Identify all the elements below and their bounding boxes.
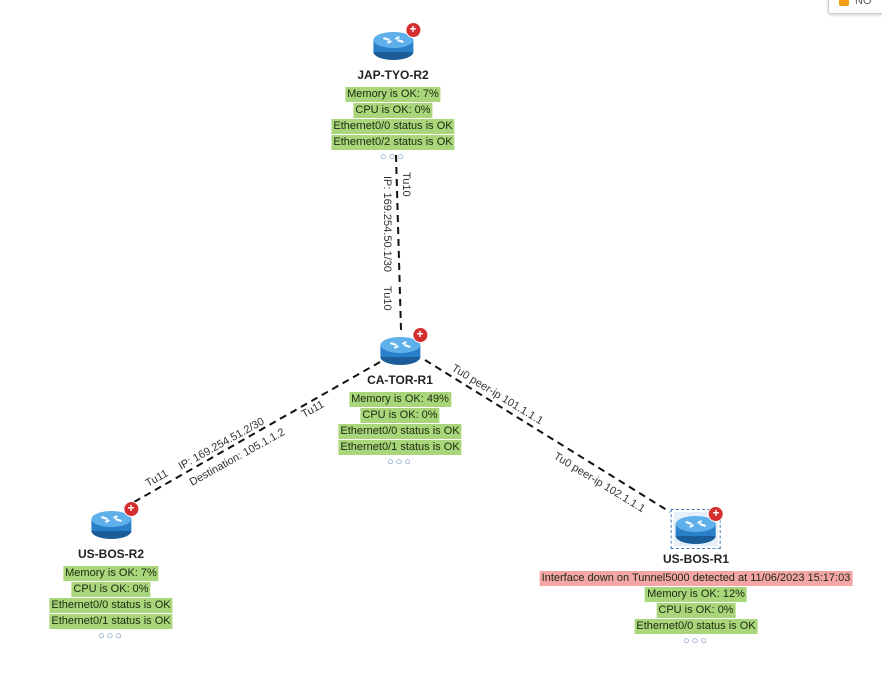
link-jap-ca-tu-top: Tu10 bbox=[400, 172, 412, 197]
router-icon bbox=[372, 32, 413, 60]
status-ethernet0-0: Ethernet0/0 status is OK bbox=[338, 423, 462, 439]
node-name: CA-TOR-R1 bbox=[367, 373, 433, 387]
router-icon bbox=[379, 337, 420, 365]
router-us-bos-r2[interactable]: + bbox=[89, 501, 139, 541]
status-alert: Interface down on Tunnel5000 detected at… bbox=[539, 570, 853, 586]
link-jap-ca-tu-bottom: Tu10 bbox=[381, 286, 393, 311]
more-icon[interactable]: ○○○ bbox=[683, 635, 709, 647]
notifications-button[interactable]: NO bbox=[828, 0, 882, 14]
notifications-label: NO bbox=[855, 0, 872, 7]
status-memory: Memory is OK: 7% bbox=[345, 86, 441, 102]
router-icon bbox=[676, 516, 716, 544]
status-memory: Memory is OK: 49% bbox=[349, 391, 451, 407]
status-cpu: CPU is OK: 0% bbox=[71, 581, 151, 597]
status-ethernet0-1: Ethernet0/1 status is OK bbox=[49, 613, 173, 629]
status-ethernet0-0: Ethernet0/0 status is OK bbox=[49, 597, 173, 613]
router-icon bbox=[90, 511, 131, 539]
link-ca-bos2-tu-bottom: Tu11 bbox=[144, 468, 171, 490]
more-icon[interactable]: ○○○ bbox=[380, 151, 406, 163]
link-ca-usbos1[interactable] bbox=[424, 359, 671, 513]
add-icon[interactable]: + bbox=[122, 501, 139, 517]
add-icon[interactable]: + bbox=[708, 506, 724, 522]
node-us-bos-r2[interactable]: + US-BOS-R2 Memory is OK: 7% CPU is OK: … bbox=[49, 501, 173, 642]
status-ethernet0-2: Ethernet0/2 status is OK bbox=[331, 134, 455, 150]
status-cpu: CPU is OK: 0% bbox=[353, 102, 433, 118]
link-ca-bos2-tu-top: Tu11 bbox=[300, 399, 327, 421]
node-jap-tyo-r2[interactable]: + JAP-TYO-R2 Memory is OK: 7% CPU is OK:… bbox=[331, 22, 455, 163]
link-jap-ca-ip: IP: 169.254.50.1/30 bbox=[381, 176, 393, 272]
bell-icon bbox=[839, 0, 849, 6]
more-icon[interactable]: ○○○ bbox=[387, 456, 413, 468]
status-ethernet0-1: Ethernet0/1 status is OK bbox=[338, 439, 462, 455]
status-ethernet0-0: Ethernet0/0 status is OK bbox=[331, 118, 455, 134]
node-us-bos-r1[interactable]: + US-BOS-R1 Interface down on Tunnel5000… bbox=[539, 506, 853, 647]
add-icon[interactable]: + bbox=[411, 327, 428, 343]
link-ca-usbos2[interactable] bbox=[119, 361, 381, 511]
add-icon[interactable]: + bbox=[404, 22, 421, 38]
status-memory: Memory is OK: 7% bbox=[63, 565, 159, 581]
status-ethernet0-0: Ethernet0/0 status is OK bbox=[634, 618, 758, 634]
node-name: JAP-TYO-R2 bbox=[357, 68, 429, 82]
link-ca-bos1-peer-top: Tu0 peer-ip 101.1.1.1 bbox=[449, 362, 545, 427]
router-us-bos-r1[interactable]: + bbox=[671, 506, 724, 549]
router-jap-tyo-r2[interactable]: + bbox=[371, 22, 421, 62]
status-cpu: CPU is OK: 0% bbox=[360, 407, 440, 423]
router-ca-tor-r1[interactable]: + bbox=[378, 327, 428, 367]
status-memory: Memory is OK: 12% bbox=[645, 586, 747, 602]
node-name: US-BOS-R2 bbox=[77, 547, 145, 561]
status-cpu: CPU is OK: 0% bbox=[656, 602, 736, 618]
node-name: US-BOS-R1 bbox=[662, 552, 729, 566]
link-ca-bos1-peer-bottom: Tu0 peer-ip 102.1.1.1 bbox=[551, 450, 647, 515]
more-icon[interactable]: ○○○ bbox=[98, 630, 124, 642]
link-jap-ca[interactable] bbox=[395, 154, 402, 331]
node-ca-tor-r1[interactable]: + CA-TOR-R1 Memory is OK: 49% CPU is OK:… bbox=[338, 327, 462, 468]
